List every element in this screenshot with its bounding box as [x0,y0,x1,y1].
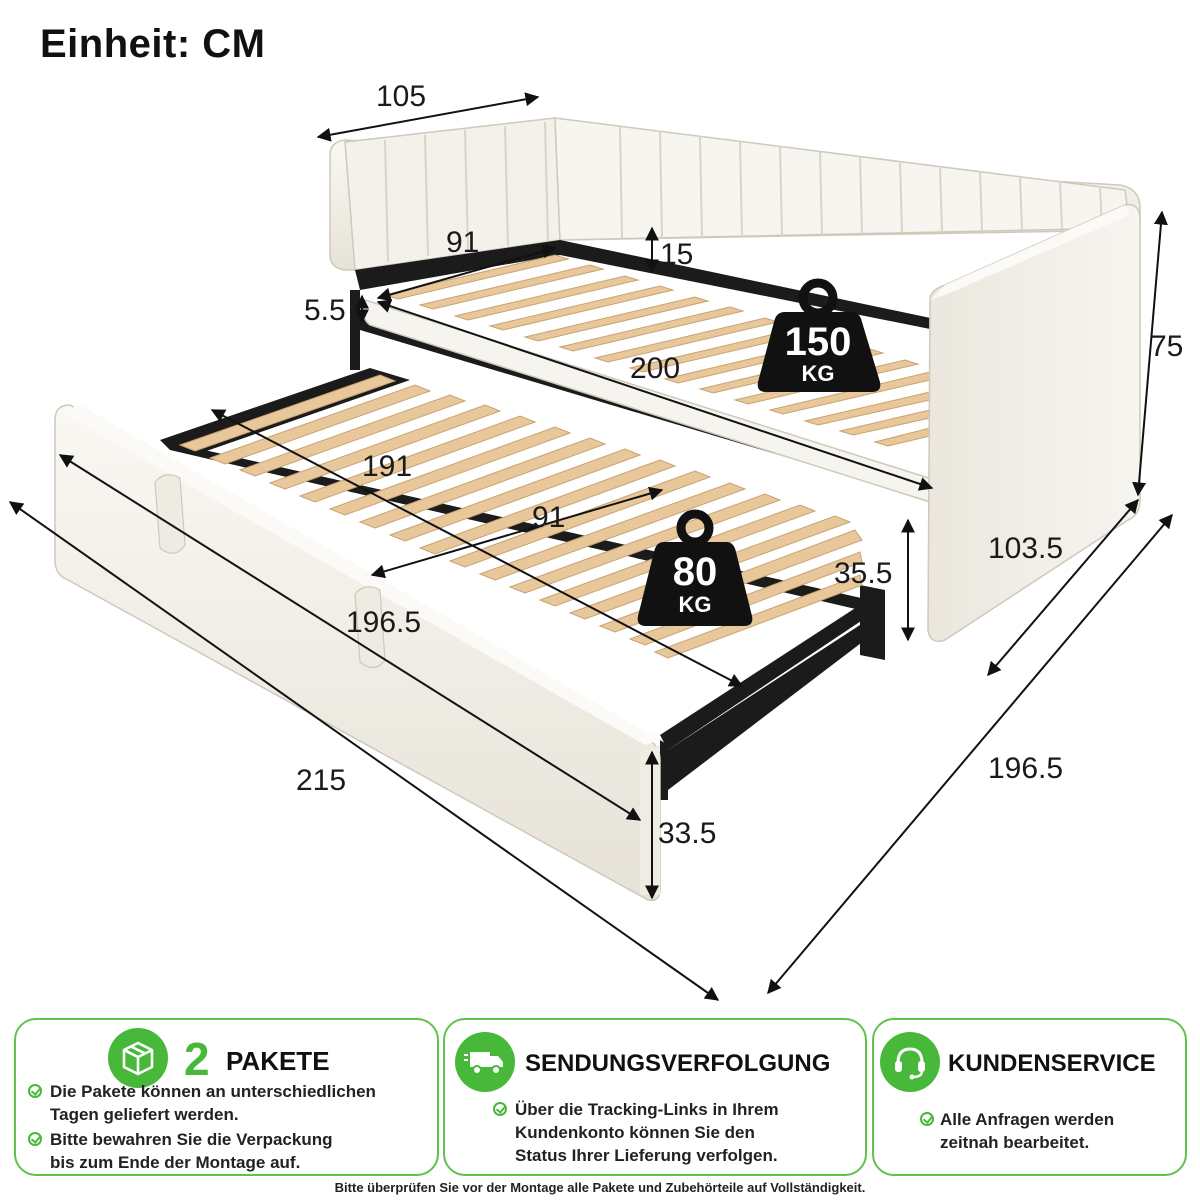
packages-bullet-2-line-2: bis zum Ende der Montage auf. [50,1153,301,1172]
packages-bullet-1-line-1: Die Pakete können an unterschiedlichen [50,1082,376,1101]
packages-bullet-2-line-1: Bitte bewahren Sie die Verpackung [50,1130,333,1149]
weight-icon-top: 150 KG [757,278,881,392]
daybed-right-arm [927,203,1141,642]
dim-frame-length: 196.5 [988,752,1063,785]
dim-total-height: 75 [1150,330,1183,363]
footnote: Bitte überprüfen Sie vor der Montage all… [334,1180,866,1195]
weight-trundle-unit: KG [679,592,712,617]
truck-icon [455,1032,515,1092]
service-bullet-line-2: zeitnah bearbeitet. [940,1133,1090,1152]
service-title: KUNDENSERVICE [948,1050,1156,1077]
tracking-title: SENDUNGSVERFOLGUNG [525,1050,831,1077]
dim-gap-height: 35.5 [834,557,892,590]
tracking-info-box: SENDUNGSVERFOLGUNG Über die Tracking-Lin… [443,1018,867,1176]
check-icon [920,1112,934,1126]
dim-trundle-height: 33.5 [658,817,716,850]
service-info-box: KUNDENSERVICE Alle Anfragen werden zeitn… [872,1018,1187,1176]
dim-trundle-slat-span: 196.5 [346,606,421,639]
weight-trundle-value: 80 [673,550,718,594]
packages-info-box: 2 PAKETE Die Pakete können an unterschie… [14,1018,439,1176]
daybed-dimension-diagram: 105 91 15 5.5 200 75 191 91 35.5 103.5 1… [8,80,1183,1001]
dim-slat-gap: 15 [660,238,693,271]
packages-count: 2 [184,1033,210,1085]
dim-back-width: 105 [376,80,426,113]
dim-side-depth: 103.5 [988,532,1063,565]
unit-label: Einheit: CM [40,22,266,66]
check-icon [493,1102,507,1116]
dim-trundle-inner-width: 91 [532,501,565,534]
service-bullet-line-1: Alle Anfragen werden [940,1110,1115,1129]
dim-inner-length-top: 200 [630,352,680,385]
dim-inner-width-top: 91 [446,226,479,259]
dim-slat-height: 5.5 [304,294,346,327]
packages-bullet-1-line-2: Tagen geliefert werden. [50,1105,239,1124]
headset-icon [880,1032,940,1092]
weight-top-unit: KG [802,361,835,386]
weight-icon-trundle: 80 KG [637,509,753,626]
daybed-backrest [329,117,1141,271]
tracking-bullet-line-1: Über die Tracking-Links in Ihrem [515,1100,779,1119]
check-icon [28,1084,42,1098]
dim-trundle-length: 191 [362,450,412,483]
dimension-lines [8,92,1173,1001]
tracking-bullet-line-3: Status Ihrer Lieferung verfolgen. [515,1146,778,1165]
weight-top-value: 150 [785,320,852,364]
packages-title: PAKETE [226,1046,330,1076]
package-icon [108,1028,168,1088]
tracking-bullet-line-2: Kundenkonto können Sie den [515,1123,755,1142]
check-icon [28,1132,42,1146]
dim-total-length: 215 [296,764,346,797]
